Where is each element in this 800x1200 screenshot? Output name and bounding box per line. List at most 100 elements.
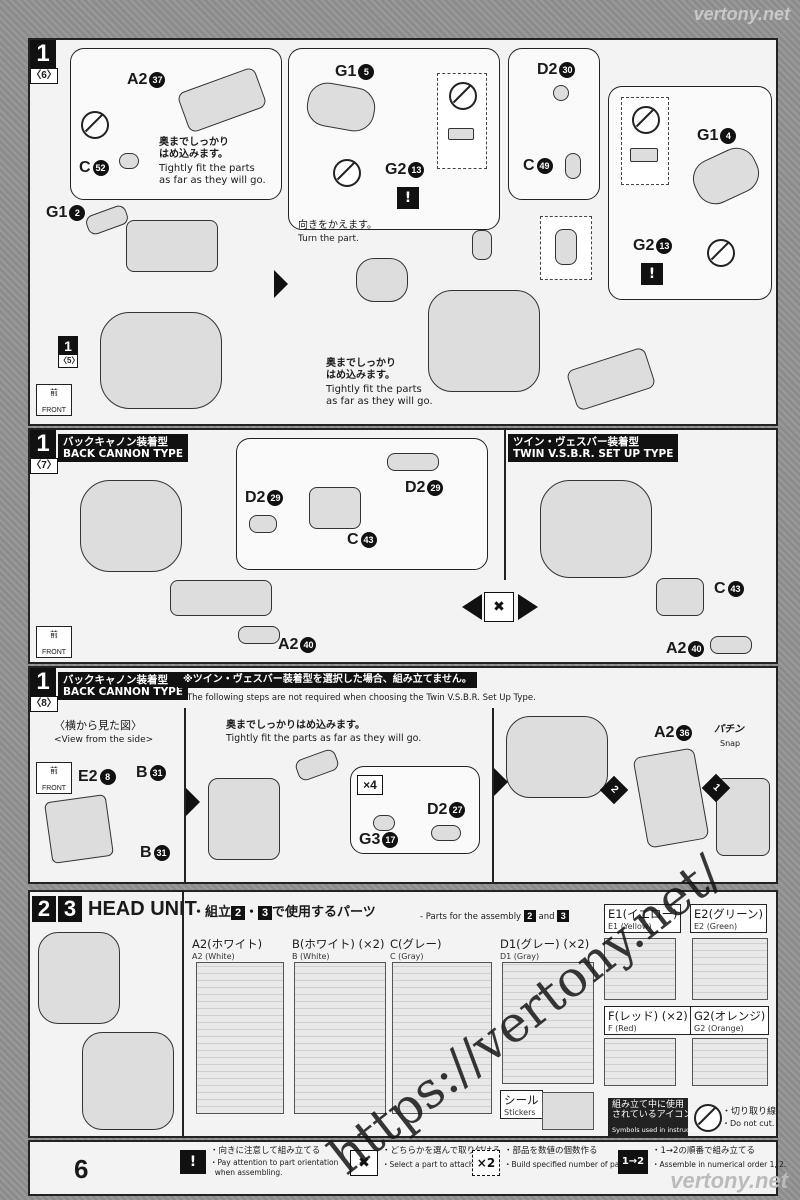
part-a2-40-right xyxy=(710,636,752,654)
no-cut-icon xyxy=(333,159,361,187)
part-d2-29-b xyxy=(249,515,277,533)
body-drawing xyxy=(506,716,608,798)
fit-note-en: Tightly fit the parts as far as they wil… xyxy=(226,733,422,744)
part-detail-3 xyxy=(630,148,658,162)
no-cut-icon xyxy=(707,239,735,267)
fit-note-ja: 奥までしっかり はめ込みます。 xyxy=(159,137,229,160)
divider xyxy=(504,430,506,580)
nocut-en: ・Do not cut. xyxy=(722,1119,775,1128)
part-c-43-drawing xyxy=(309,487,361,529)
runner-label-g2: G2(オレンジ)G2 (Orange) xyxy=(690,1006,770,1035)
runner-label-c: C(グレー) C (Gray) xyxy=(390,937,442,961)
step-3-number: 3 xyxy=(58,896,82,922)
fit-note-en: Tightly fit the parts as far as they wil… xyxy=(159,163,266,186)
sticker-sheet xyxy=(542,1092,594,1130)
runner-f xyxy=(604,1038,676,1086)
runner-label-e1: E1(イエロー)E1 (Yellow) xyxy=(604,904,682,933)
runner-label-d1: D1(グレー) (×2)D1 (Gray) xyxy=(500,937,590,961)
step-number: 1 xyxy=(30,668,56,696)
part-a2-40-drawing xyxy=(238,626,280,644)
flow-arrow xyxy=(186,788,200,816)
quantity-icon: ×2 xyxy=(472,1150,500,1176)
no-cut-icon xyxy=(632,106,660,134)
body-drawing-left xyxy=(80,480,182,572)
warning-en: * The following steps are not required w… xyxy=(180,693,536,703)
connector-drawing xyxy=(472,230,492,260)
watermark-top: vertony.net xyxy=(693,4,790,24)
nocut-ja: ・切り取り線 xyxy=(722,1107,777,1117)
legend-select-en: ・Select a part to attach. xyxy=(382,1160,477,1169)
no-cut-icon xyxy=(449,82,477,110)
legend-quantity-en: ・Build specified number of parts. xyxy=(504,1160,632,1169)
ref-sub: 〈5〉 xyxy=(58,354,79,368)
do-not-cut-icon xyxy=(694,1104,722,1132)
part-d2-27-drawing xyxy=(431,825,461,841)
side-view-ja: 〈横から見た図〉 xyxy=(54,719,142,732)
runner-b xyxy=(294,962,386,1114)
divider xyxy=(492,708,494,882)
part-c-drawing xyxy=(119,153,139,169)
fit-note-2-en: Tightly fit the parts as far as they wil… xyxy=(326,384,433,407)
select-icon: ✖ xyxy=(484,592,514,622)
head-unit-title: HEAD UNIT xyxy=(88,898,197,920)
caution-icon: ! xyxy=(180,1150,206,1174)
legend-order-en: ・Assemble in numerical order 1, 2. xyxy=(652,1160,787,1169)
flow-arrow xyxy=(494,768,508,796)
g1-5-turned xyxy=(356,258,408,302)
snap-en: Snap xyxy=(720,739,741,748)
runner-e1 xyxy=(604,938,676,1000)
order-icon: 1→2 xyxy=(618,1150,648,1174)
part-g1-4-drawing xyxy=(686,141,766,211)
step-number: 1 xyxy=(30,430,56,458)
part-g1-drawing xyxy=(83,203,131,237)
head-drawing-2 xyxy=(82,1032,174,1130)
detail-inset-3 xyxy=(621,97,669,185)
detail-inset-2 xyxy=(540,216,592,280)
warning-ja: ※ツイン・ヴェスバー装着型を選択した場合、組み立てません。 xyxy=(178,672,477,688)
head-drawing-1 xyxy=(38,932,120,1024)
part-d2-29-a xyxy=(387,453,439,471)
step-number: 1 xyxy=(30,40,56,68)
part-d2-drawing xyxy=(553,85,569,101)
select-icon: ✖ xyxy=(350,1150,378,1176)
part-detail xyxy=(448,128,474,140)
sub-step-number: 〈7〉 xyxy=(30,458,58,474)
runner-label-b: B(ホワイト) (×2)B (White) xyxy=(292,937,385,961)
connector-detail xyxy=(555,229,577,265)
parts-heading-en: - Parts for the assembly 2 and 3 xyxy=(420,910,570,923)
cannon-assembly-drawing xyxy=(170,580,272,616)
runner-label-a2: A2(ホワイト) A2 (White) xyxy=(192,937,263,961)
footer: 6 ! ・向きに注意して組み立てる ・Pay attention to part… xyxy=(28,1140,786,1196)
legend-select-ja: ・どちらかを選んで取り付ける xyxy=(382,1146,501,1156)
caution-icon: ! xyxy=(641,263,663,285)
watermark-bottom: vertony.net xyxy=(670,1168,788,1193)
runner-a2 xyxy=(196,962,284,1114)
